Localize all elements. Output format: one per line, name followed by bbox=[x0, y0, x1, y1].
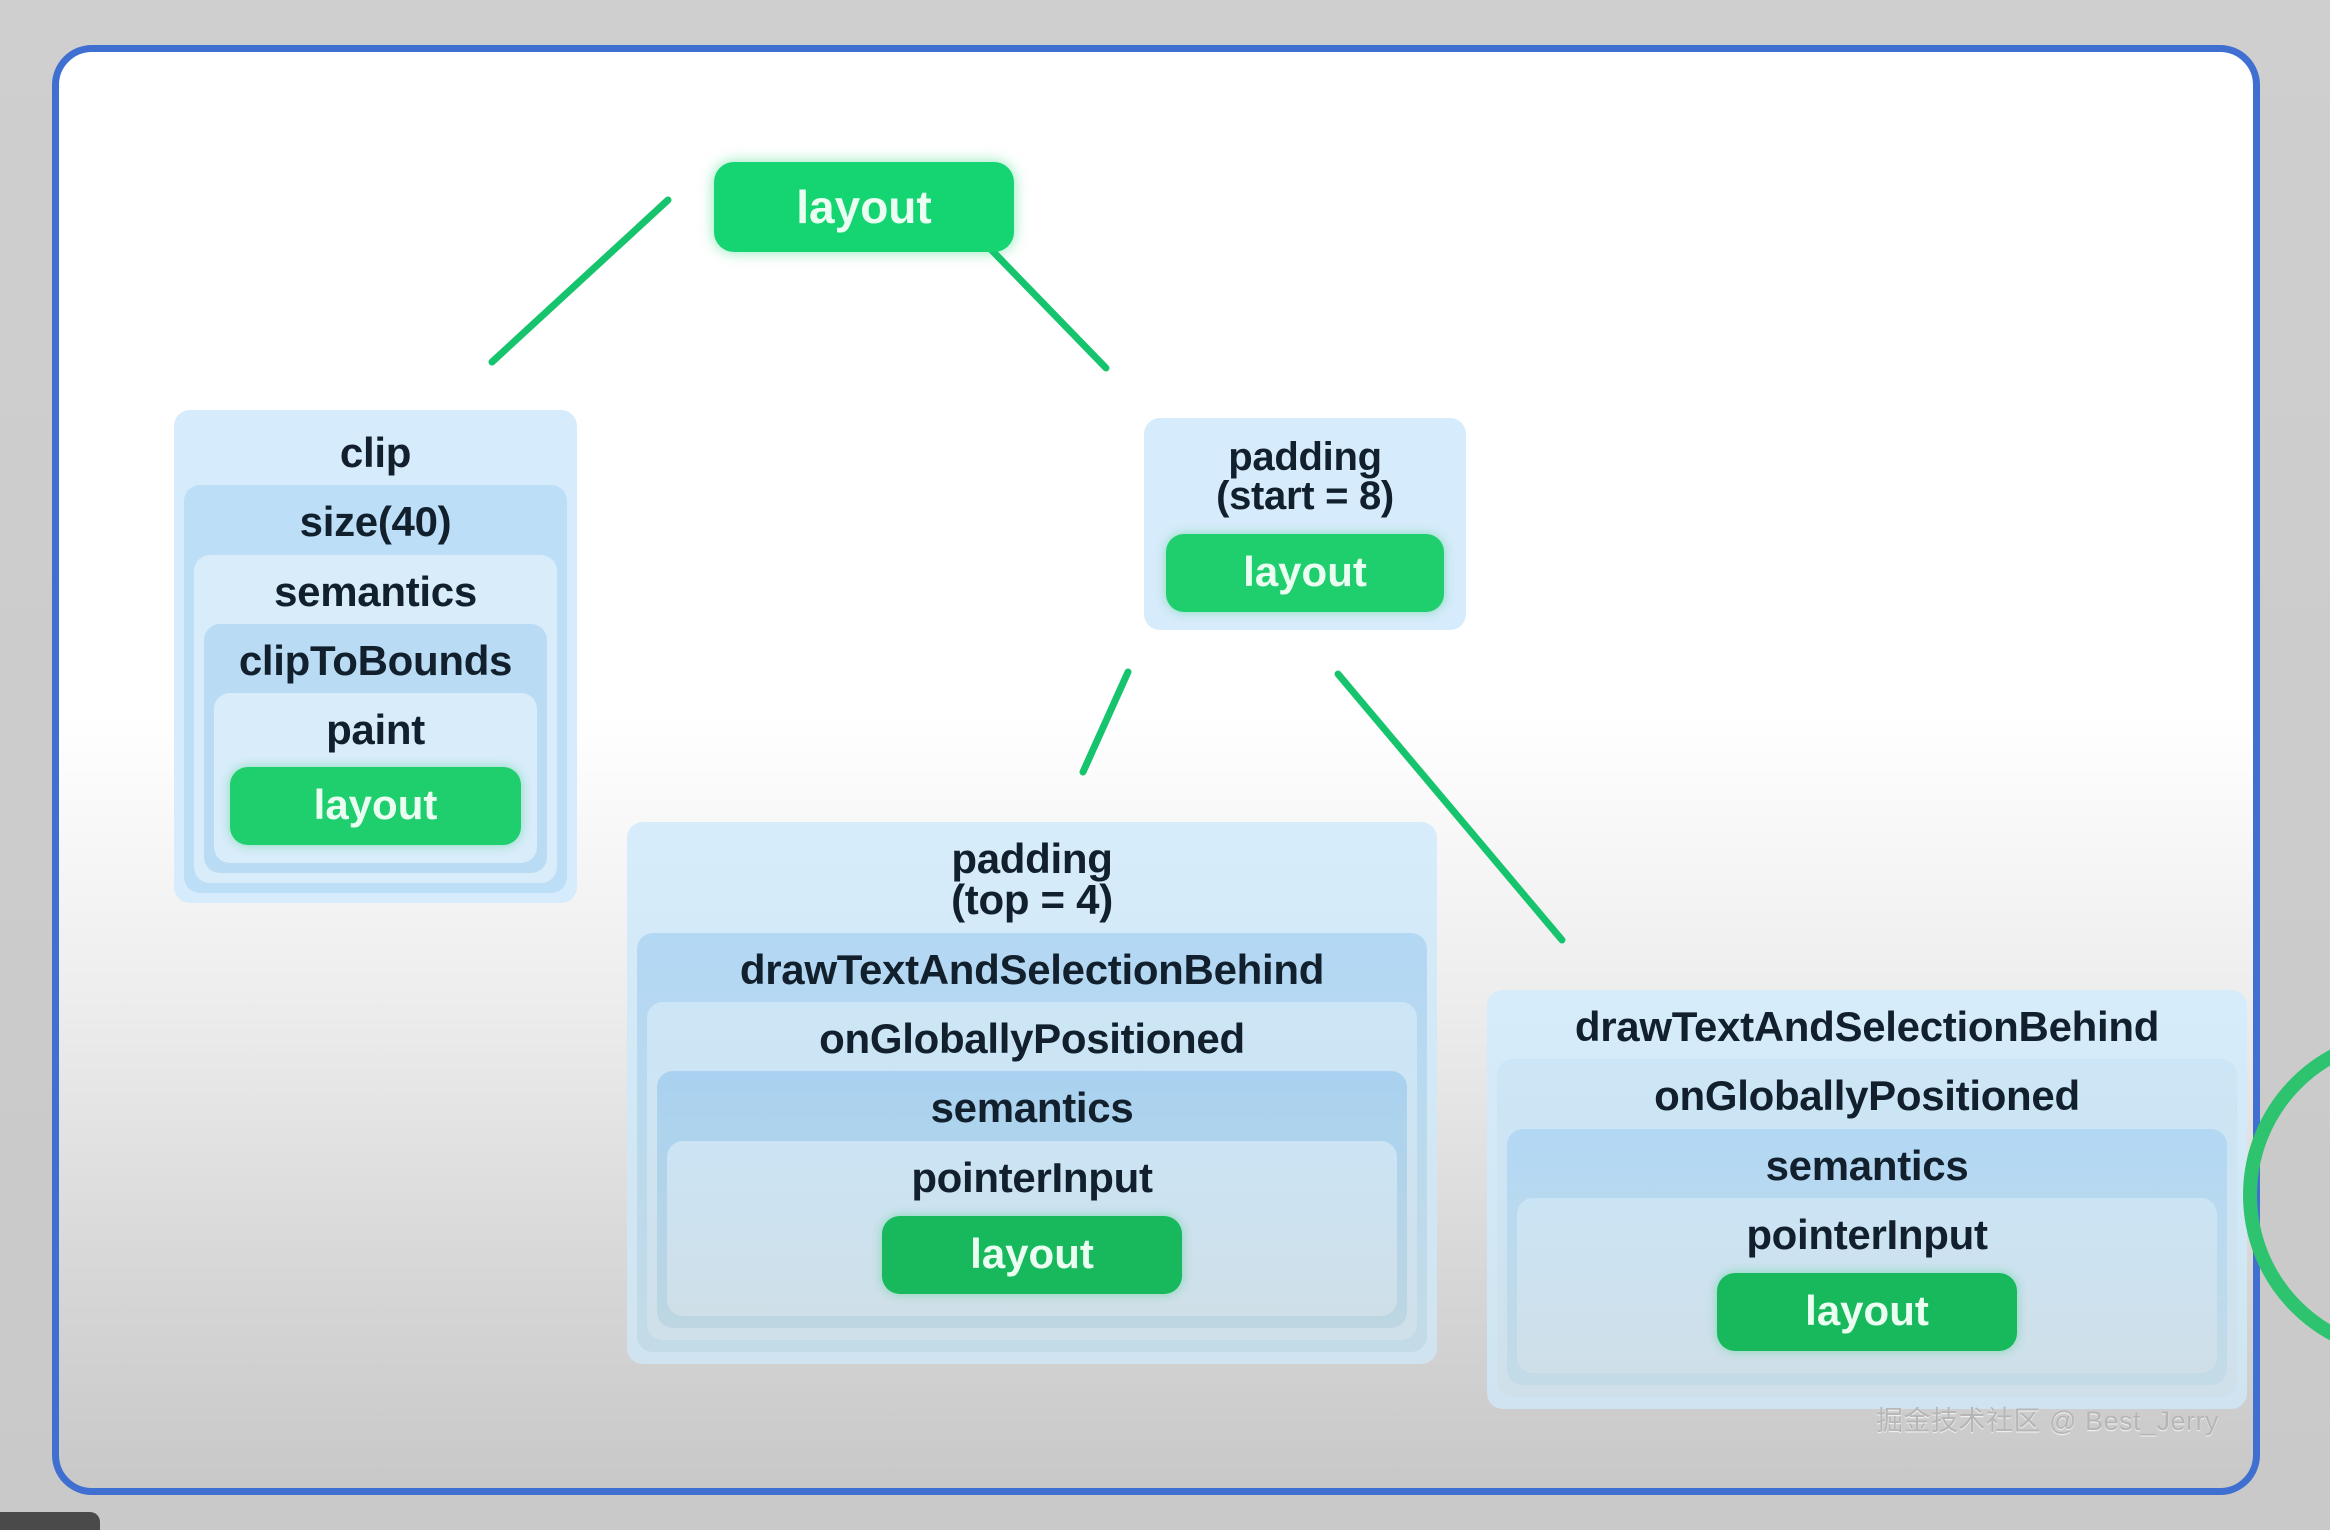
node-size40-label: size(40) bbox=[299, 498, 452, 546]
node-padding-top[interactable]: padding (top = 4) drawTextAndSelectionBe… bbox=[627, 822, 1437, 1365]
node-paint-label: paint bbox=[326, 706, 425, 754]
node-cliptobounds[interactable]: clipToBounds paint layout bbox=[204, 624, 547, 873]
node-padding-start-box[interactable]: padding (start = 8) layout bbox=[1144, 418, 1466, 631]
node-pointerinput-right[interactable]: pointerInput layout bbox=[1517, 1198, 2217, 1374]
node-padding-start-line1: padding bbox=[1228, 435, 1382, 479]
node-semantics-right-label: semantics bbox=[1765, 1141, 1969, 1189]
node-onglobally-right-label: onGloballyPositioned bbox=[1654, 1072, 2080, 1120]
node-semantics[interactable]: semantics clipToBounds paint layout bbox=[194, 554, 557, 883]
node-padding-top-line2: (top = 4) bbox=[951, 876, 1113, 924]
node-draw-stack[interactable]: drawTextAndSelectionBehind onGloballyPos… bbox=[1487, 990, 2247, 1410]
watermark-text: 掘金技术社区 @ Best_Jerry bbox=[1876, 1406, 2219, 1436]
node-clip[interactable]: clip size(40) semantics clipToBounds pai… bbox=[174, 410, 577, 903]
node-semantics-left-label: semantics bbox=[930, 1084, 1134, 1132]
node-paint[interactable]: paint layout bbox=[214, 693, 537, 863]
player-bar-fragment[interactable] bbox=[0, 1512, 100, 1530]
node-padding-top-stack[interactable]: padding (top = 4) drawTextAndSelectionBe… bbox=[627, 822, 1437, 1365]
node-drawtext-right-label: drawTextAndSelectionBehind bbox=[1574, 1003, 2160, 1050]
node-pointerinput-left[interactable]: pointerInput layout bbox=[667, 1140, 1397, 1317]
node-root-layout[interactable]: layout bbox=[714, 162, 1014, 252]
node-onglobally-left-label: onGloballyPositioned bbox=[819, 1015, 1245, 1063]
root-layout-label: layout bbox=[714, 162, 1014, 252]
node-drawtext-left[interactable]: drawTextAndSelectionBehind onGloballyPos… bbox=[637, 932, 1427, 1353]
node-left-layout-leaf: layout bbox=[882, 1216, 1182, 1295]
node-semantics-left[interactable]: semantics pointerInput layout bbox=[657, 1071, 1407, 1329]
slide-card: layout clip size(40) semantics clipToBou… bbox=[52, 45, 2260, 1495]
node-onglobally-left[interactable]: onGloballyPositioned semantics pointerIn… bbox=[647, 1002, 1417, 1341]
node-right-layout-leaf: layout bbox=[1717, 1273, 2017, 1352]
node-clip-stack[interactable]: clip size(40) semantics clipToBounds pai… bbox=[174, 410, 577, 903]
node-semantics-label: semantics bbox=[274, 567, 477, 615]
node-cliptobounds-label: clipToBounds bbox=[238, 637, 513, 685]
node-size40[interactable]: size(40) semantics clipToBounds paint la… bbox=[184, 485, 567, 893]
node-pointerinput-right-label: pointerInput bbox=[1746, 1211, 1988, 1259]
node-padding-start-line2: (start = 8) bbox=[1216, 474, 1394, 519]
node-semantics-right[interactable]: semantics pointerInput layout bbox=[1507, 1128, 2227, 1386]
node-clip-label: clip bbox=[339, 429, 412, 476]
node-padding-start[interactable]: padding (start = 8) layout bbox=[1144, 418, 1466, 631]
node-padding-start-layout-leaf: layout bbox=[1166, 534, 1444, 613]
node-drawtext-left-label: drawTextAndSelectionBehind bbox=[739, 945, 1325, 993]
node-onglobally-right[interactable]: onGloballyPositioned semantics pointerIn… bbox=[1497, 1059, 2237, 1398]
node-drawtext-right[interactable]: drawTextAndSelectionBehind onGloballyPos… bbox=[1487, 990, 2247, 1410]
node-pointerinput-left-label: pointerInput bbox=[911, 1153, 1153, 1201]
node-clip-layout-leaf: layout bbox=[230, 766, 521, 845]
node-padding-top-line1: padding bbox=[951, 835, 1113, 882]
